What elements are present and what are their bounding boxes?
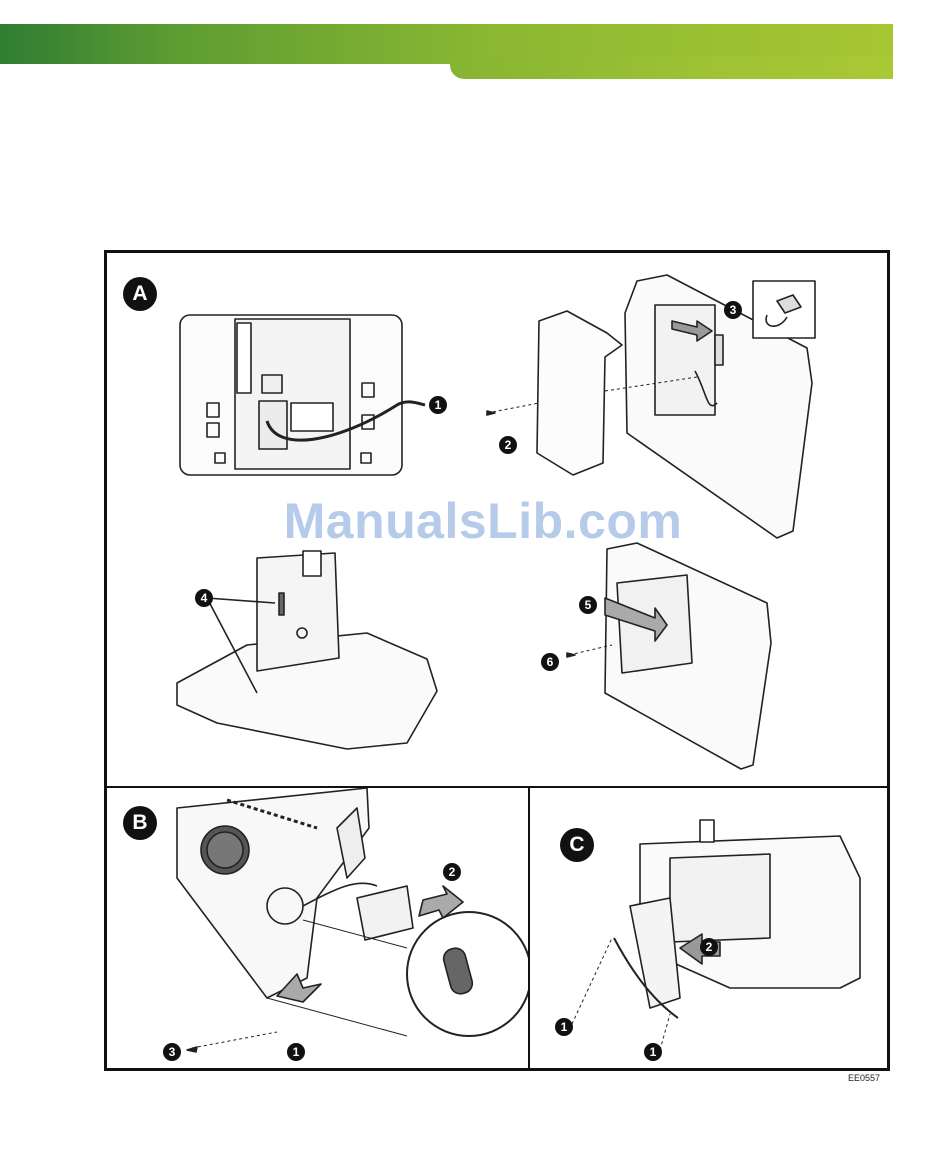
callout-3: 3	[724, 301, 742, 319]
callout-2: 2	[499, 436, 517, 454]
panel-c-badge: C	[560, 828, 594, 862]
panel-c: C 2 1 1	[530, 788, 887, 1068]
panel-a-illustration	[107, 253, 887, 786]
callout-5: 5	[579, 596, 597, 614]
callout-c-2: 2	[700, 938, 718, 956]
installation-figure: A 1 2 3 4 5 6	[104, 250, 890, 1071]
callout-4: 4	[195, 589, 213, 607]
callout-b-1: 1	[287, 1043, 305, 1061]
callout-1: 1	[429, 396, 447, 414]
panel-b-illustration	[107, 788, 528, 1068]
header-green-tab	[450, 56, 893, 79]
panel-b-badge: B	[123, 806, 157, 840]
callout-c-1a: 1	[555, 1018, 573, 1036]
callout-6: 6	[541, 653, 559, 671]
panel-a: A 1 2 3 4 5 6	[107, 253, 887, 788]
figure-code: EE0557	[848, 1073, 880, 1083]
panel-b: B 2 3 1	[107, 788, 530, 1068]
callout-c-1b: 1	[644, 1043, 662, 1061]
callout-b-3: 3	[163, 1043, 181, 1061]
callout-b-2: 2	[443, 863, 461, 881]
panel-a-badge: A	[123, 277, 157, 311]
